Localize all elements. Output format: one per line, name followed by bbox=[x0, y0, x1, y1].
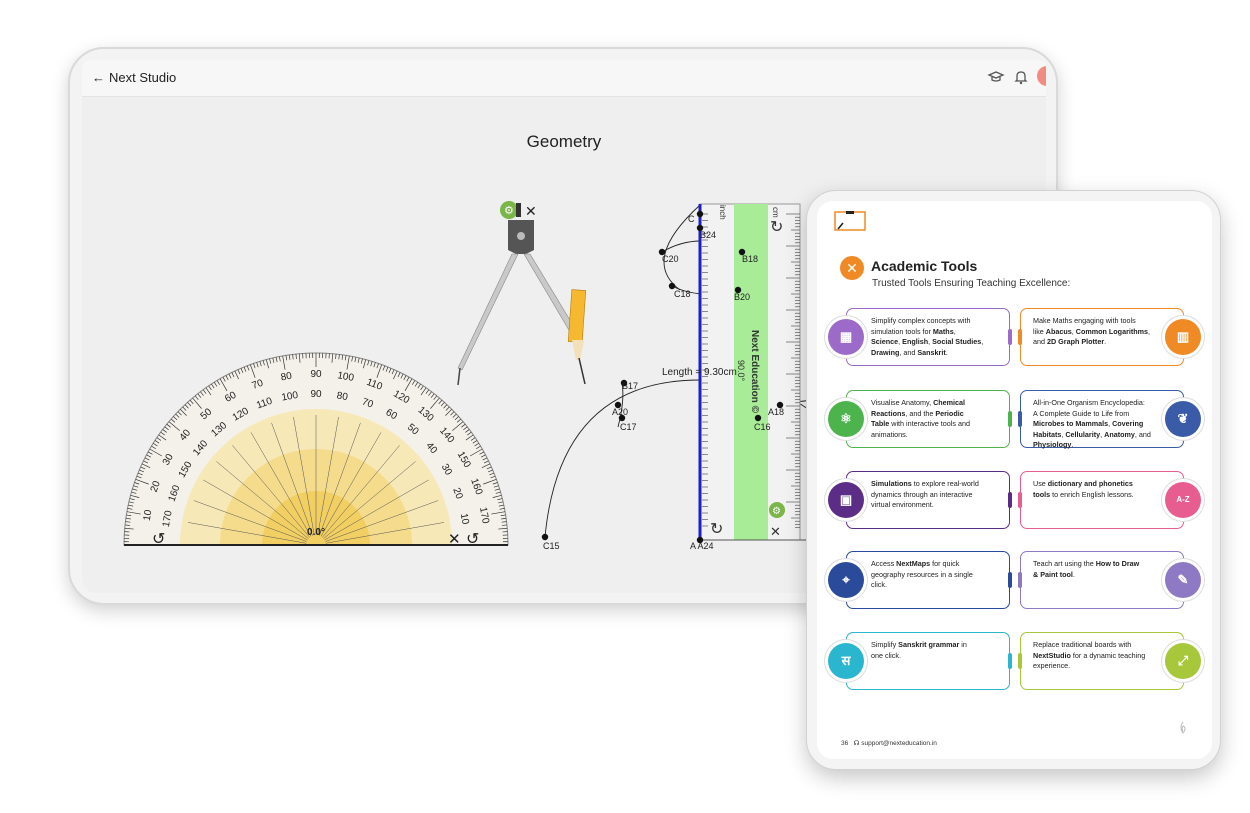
tool-icon: स bbox=[828, 643, 864, 679]
tool-icon: ▦ bbox=[828, 319, 864, 355]
back-button[interactable]: ← Next Studio bbox=[92, 70, 176, 85]
tool-icon: ✎ bbox=[1165, 562, 1201, 598]
page-title: Geometry bbox=[526, 132, 602, 151]
card-accent bbox=[1008, 653, 1012, 669]
card-accent bbox=[1018, 411, 1022, 427]
tool-card[interactable]: All-in-One Organism Encyclopedia:A Compl… bbox=[1018, 390, 1184, 449]
card-accent bbox=[1008, 329, 1012, 345]
tool-icon: ▥ bbox=[1165, 319, 1201, 355]
tool-icon: ▣ bbox=[828, 482, 864, 518]
tools-icon: ✕ bbox=[840, 256, 864, 280]
card-accent bbox=[1018, 329, 1022, 345]
card-accent bbox=[1018, 492, 1022, 508]
card-accent bbox=[1008, 492, 1012, 508]
card-accent bbox=[1018, 653, 1022, 669]
bell-icon[interactable] bbox=[1012, 68, 1030, 86]
footer: 36 ☊ support@nexteducation.in bbox=[841, 739, 937, 747]
card-accent bbox=[1018, 572, 1022, 588]
swirl-logo-icon bbox=[1180, 721, 1186, 734]
page-number: 36 bbox=[841, 740, 849, 747]
support-email: support@nexteducation.in bbox=[861, 740, 937, 747]
nextstudio-logo-icon bbox=[834, 211, 866, 231]
top-bar: ← Next Studio bbox=[82, 60, 1046, 97]
tool-card[interactable]: Teach art using the How to Draw& Paint t… bbox=[1018, 551, 1184, 609]
brochure-page: ✕ Academic Tools Trusted Tools Ensuring … bbox=[817, 201, 1212, 759]
section-title: Academic Tools bbox=[871, 258, 978, 274]
tool-icon: ⚛ bbox=[828, 401, 864, 437]
section-subtitle: Trusted Tools Ensuring Teaching Excellen… bbox=[872, 278, 1071, 289]
back-arrow-icon: ← bbox=[92, 70, 105, 85]
tool-card-text: All-in-One Organism Encyclopedia:A Compl… bbox=[1033, 398, 1151, 449]
tool-icon: ⌖ bbox=[828, 562, 864, 598]
headset-icon: ☊ bbox=[853, 740, 860, 747]
tool-icon: A-Z bbox=[1165, 482, 1201, 518]
back-label: Next Studio bbox=[109, 70, 177, 85]
tool-icon: ⤢ bbox=[1165, 643, 1201, 679]
card-accent bbox=[1008, 572, 1012, 588]
avatar[interactable] bbox=[1037, 66, 1046, 86]
graduation-cap-icon[interactable] bbox=[987, 68, 1005, 86]
card-accent bbox=[1008, 411, 1012, 427]
tool-icon: ❦ bbox=[1165, 401, 1201, 437]
tool-card-text: Teach art using the How to Draw& Paint t… bbox=[1033, 559, 1140, 579]
